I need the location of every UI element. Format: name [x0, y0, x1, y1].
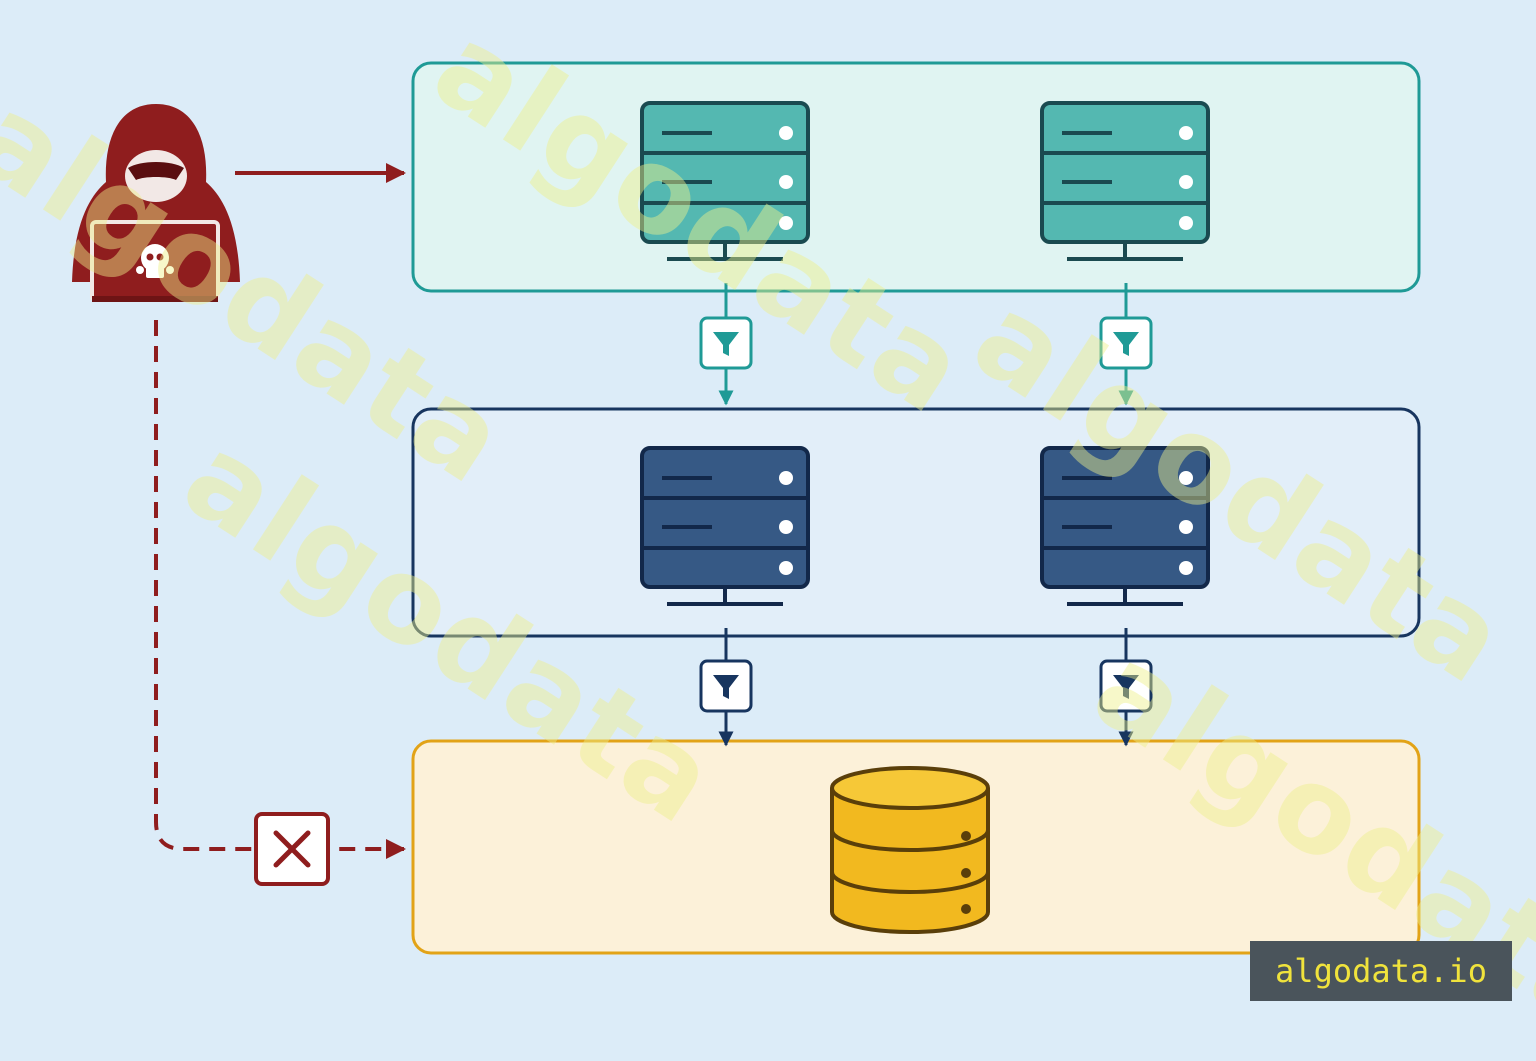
- funnel-filter-icon: [1099, 316, 1153, 370]
- server-rack-icon: [640, 101, 810, 261]
- database-cylinder-icon: [830, 766, 990, 934]
- brand-badge: algodata.io: [1250, 941, 1512, 1001]
- app-tier-box: [411, 407, 1421, 638]
- web-tier-box: [411, 61, 1421, 293]
- funnel-filter-icon: [699, 659, 753, 713]
- blocked-x-icon: [254, 812, 330, 886]
- funnel-filter-icon: [699, 316, 753, 370]
- server-rack-icon: [1040, 446, 1210, 606]
- server-rack-icon: [1040, 101, 1210, 261]
- blocked-attack-path: [154, 320, 406, 859]
- hooded-hacker-with-laptop-skull-icon: [72, 104, 240, 302]
- server-rack-icon: [640, 446, 810, 606]
- architecture-diagram: [72, 61, 1421, 955]
- funnel-filter-icon: [1099, 659, 1153, 713]
